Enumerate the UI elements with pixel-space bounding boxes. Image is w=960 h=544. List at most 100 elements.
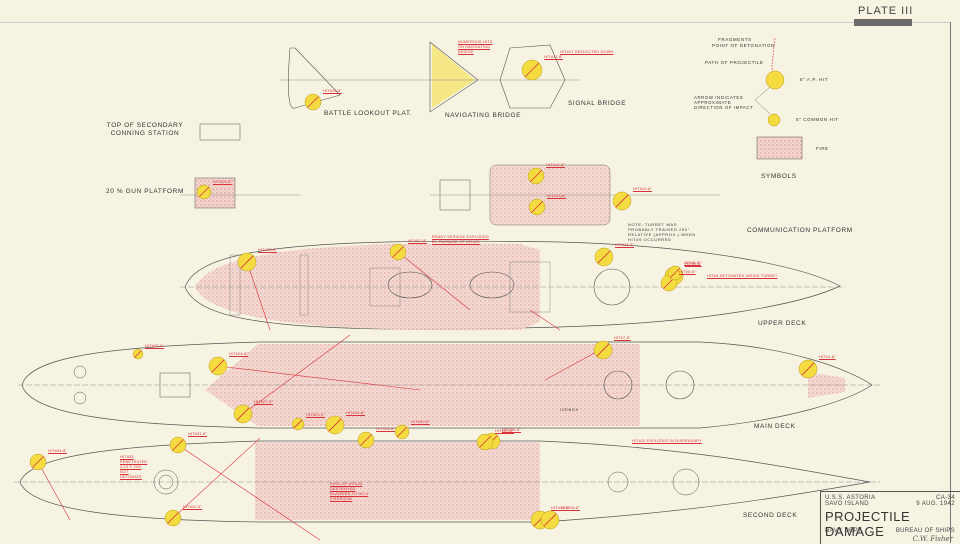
battle-lookout-outline: [288, 47, 341, 109]
hits-layer: [29, 59, 818, 530]
hit-label: HIT#32-5": [183, 505, 202, 509]
hull-number: CA-34: [935, 495, 955, 501]
conning-outline: [199, 123, 241, 141]
hit-label: HIT#1-8": [819, 355, 836, 359]
bureau: BUREAU OF SHIPS: [895, 528, 955, 534]
impact-arrow: [479, 436, 491, 448]
note-hit34: PATH OF HIT#34 DESTROYED BLOWERS TO NO.4…: [330, 482, 369, 501]
note-ready-service: READY SERVICE EXPLODED BY PASSAGE OF HIT…: [432, 235, 489, 244]
label-gun-platform: 20 % GUN PLATFORM: [106, 188, 184, 195]
frame-right: [950, 22, 951, 543]
hit-label: HIT#7-8": [614, 336, 631, 340]
fire-swatch: [756, 136, 803, 160]
ship-name: U.S.S. ASTORIA SAVO ISLAND: [825, 495, 876, 507]
impact-arrow: [240, 255, 254, 269]
impact-arrow: [669, 267, 681, 279]
hit-label: HIT#22-8": [408, 239, 427, 243]
hit-label: HIT#24-8": [346, 411, 365, 415]
note-nav-hits: NUMEROUS HITS ON NAVIGATING BRIDGE: [458, 40, 493, 54]
label-second-deck: SECOND DECK: [743, 512, 798, 519]
note-icebox: ICEBOX: [560, 407, 579, 412]
impact-arrow: [524, 62, 540, 78]
hit-label: HIT#15-8": [615, 243, 634, 247]
impact-arrow: [392, 246, 404, 258]
frame-top: [0, 22, 950, 23]
impact-arrow: [134, 350, 142, 358]
legend-fire: FIRE: [816, 146, 829, 151]
hull-date: CA-34 9 AUG. 1942: [916, 495, 955, 507]
legend-common-hit: 5" COMMON HIT: [796, 117, 839, 122]
second-deck-fire: [255, 442, 540, 520]
impact-arrow: [531, 201, 543, 213]
impact-arrow: [530, 170, 542, 182]
label-communication: COMMUNICATION PLATFORM: [747, 227, 853, 234]
legend-detonation: POINT OF DETONATION: [712, 43, 775, 48]
label-upper-deck: UPPER DECK: [758, 320, 807, 327]
hit-label: HIT#26-8": [229, 352, 248, 356]
impact-arrow: [293, 419, 303, 429]
hit-label: HIT#16-8": [551, 506, 570, 510]
impact-arrow: [32, 456, 44, 468]
note-turret: NOTE: TURRET WAS PROBABLY TRAINED 250° R…: [628, 222, 696, 242]
drawing-title: PROJECTILE DAMAGE: [825, 509, 911, 539]
hit-label: HIT#23-5": [306, 413, 325, 417]
navy-dept: NAVY DEPT.: [825, 528, 864, 534]
hit-label: HIT#27-8": [254, 400, 273, 404]
legend-path: PATH OF PROJECTILE: [705, 60, 764, 65]
label-navigating-bridge: NAVIGATING BRIDGE: [445, 112, 522, 119]
hit-label: HIT#13-8": [547, 194, 566, 198]
nav-bridge-fill: [432, 44, 475, 108]
label-battle-lookout: BATTLE LOOKOUT PLAT.: [324, 110, 413, 117]
nav-bridge-outline: [429, 41, 479, 113]
hit-label: HIT#30-8": [411, 420, 430, 424]
impact-arrow: [307, 96, 319, 108]
hit-label: HIT#33-5": [145, 344, 164, 348]
label-main-deck: MAIN DECK: [754, 423, 796, 430]
note-turret-hit: HIT#9 DETONATED INSIDE TURRET: [707, 274, 778, 278]
hit-label: HIT#17-8": [544, 55, 563, 59]
hit-label: HIT#8-8": [679, 270, 696, 274]
impact-arrow: [328, 418, 342, 432]
title-block: U.S.S. ASTORIA SAVO ISLAND CA-34 9 AUG. …: [820, 491, 960, 544]
hit-label: HIT#5-8": [684, 261, 701, 265]
hit-label: HIT#10-8": [633, 187, 652, 191]
hit-label: HIT#9-8": [685, 262, 702, 266]
note-deflected: HIT#17 DEFLECTED DOWN: [560, 50, 614, 54]
impact-arrow: [211, 359, 225, 373]
upper-deck-outline: [184, 240, 841, 330]
impact-arrow: [543, 513, 557, 527]
hit-label: HIT#25-8": [258, 248, 277, 252]
hit-label: HIT#20-8": [495, 429, 514, 433]
symbols-title: SYMBOLS: [761, 173, 797, 180]
note-hit11: HIT#11 EXPLODES IN DISPENSARY: [632, 439, 702, 443]
label-signal-bridge: SIGNAL BRIDGE: [568, 100, 627, 107]
label-secondary-conning: TOP OF SECONDARY CONNING STATION: [106, 122, 184, 137]
impact-arrow: [801, 362, 815, 376]
plate-bar: [854, 19, 912, 26]
hit-label: HIT#29-8": [213, 180, 232, 184]
legend-arrow: ARROW INDICATES APPROXIMATE DIRECTION OF…: [694, 95, 754, 110]
hit-label: HIT#14-8": [502, 428, 521, 432]
plate-number: PLATE III: [858, 5, 914, 17]
hit-label: HIT#19-8": [323, 89, 342, 93]
main-deck-outline: [21, 341, 873, 429]
impact-arrow: [360, 434, 372, 446]
hit-label: HIT#12-8": [546, 163, 565, 167]
date: 9 AUG. 1942: [916, 501, 955, 507]
hit-label: HIT#34-8": [48, 449, 67, 453]
hit-label: HIT#18-8": [561, 506, 580, 510]
impact-arrow: [236, 407, 250, 421]
impact-arrow: [596, 343, 610, 357]
impact-arrow: [396, 426, 408, 438]
note-hit33: HIT#33 PENETRATED 3-10 F. DID NOT DETONA…: [120, 455, 148, 479]
impact-arrow: [597, 250, 611, 264]
ship: U.S.S. ASTORIA: [825, 495, 876, 501]
impact-arrow: [615, 194, 629, 208]
impact-arrow: [172, 439, 184, 451]
impact-arrow: [167, 512, 179, 524]
hit-label: HIT#31-8": [188, 432, 207, 436]
location: SAVO ISLAND: [825, 501, 869, 507]
hit-label: HIT#28-8": [376, 427, 395, 431]
